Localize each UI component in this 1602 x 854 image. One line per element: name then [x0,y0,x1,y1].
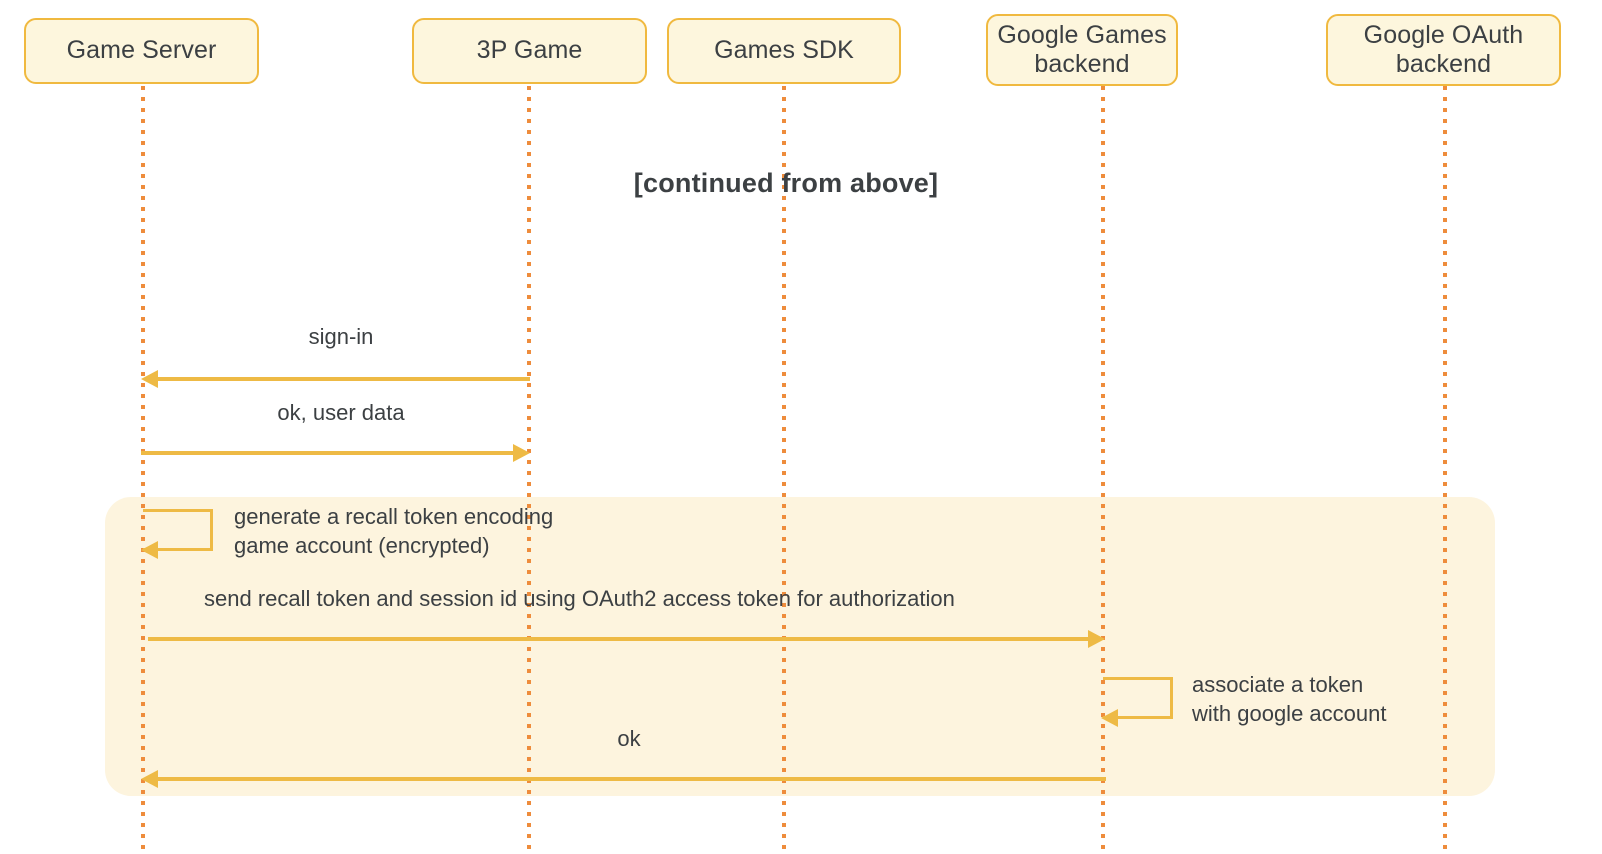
lifeline-google-games-backend [1101,86,1105,854]
self-loop-generate-recall-token [143,509,213,551]
message-label-associate-token: associate a token with google account [1192,672,1387,726]
lifeline-games-sdk [782,86,786,854]
arrow-head-associate-token [1101,709,1118,727]
actor-label-games-sdk: Games SDK [714,36,854,65]
message-label-generate-recall-token: generate a recall token encoding game ac… [234,504,554,558]
arrow-head-ok-user-data [513,444,530,462]
lifeline-game-server [141,86,145,854]
message-label-ok: ok [617,726,641,751]
highlighted-region [105,497,1495,796]
actor-box-games-sdk[interactable]: Games SDK [667,18,901,84]
message-line-send-recall-token [148,637,1088,641]
actor-box-game-server[interactable]: Game Server [24,18,259,84]
section-title: [continued from above] [633,168,939,198]
message-label-send-recall-token: send recall token and session id using O… [204,586,955,611]
self-loop-associate-token [1103,677,1173,719]
arrow-head-generate-recall-token [141,541,158,559]
actor-box-google-oauth-backend[interactable]: Google OAuth backend [1326,14,1561,86]
message-line-sign-in [146,377,530,381]
actor-label-game-server: Game Server [66,36,217,65]
message-line-ok-user-data [141,451,525,455]
arrow-head-send-recall-token [1088,630,1105,648]
lifeline-3p-game [527,86,531,854]
lifeline-google-oauth-backend [1443,86,1447,854]
actor-label-3p-game: 3P Game [476,36,583,65]
message-label-ok-user-data: ok, user data [277,400,405,425]
arrow-head-sign-in [141,370,158,388]
actor-box-3p-game[interactable]: 3P Game [412,18,647,84]
actor-label-google-games-backend: Google Games backend [997,20,1167,79]
message-line-ok [146,777,1106,781]
arrow-head-ok [141,770,158,788]
actor-box-google-games-backend[interactable]: Google Games backend [986,14,1178,86]
message-label-sign-in: sign-in [308,324,374,349]
actor-label-google-oauth-backend: Google OAuth backend [1363,20,1524,79]
